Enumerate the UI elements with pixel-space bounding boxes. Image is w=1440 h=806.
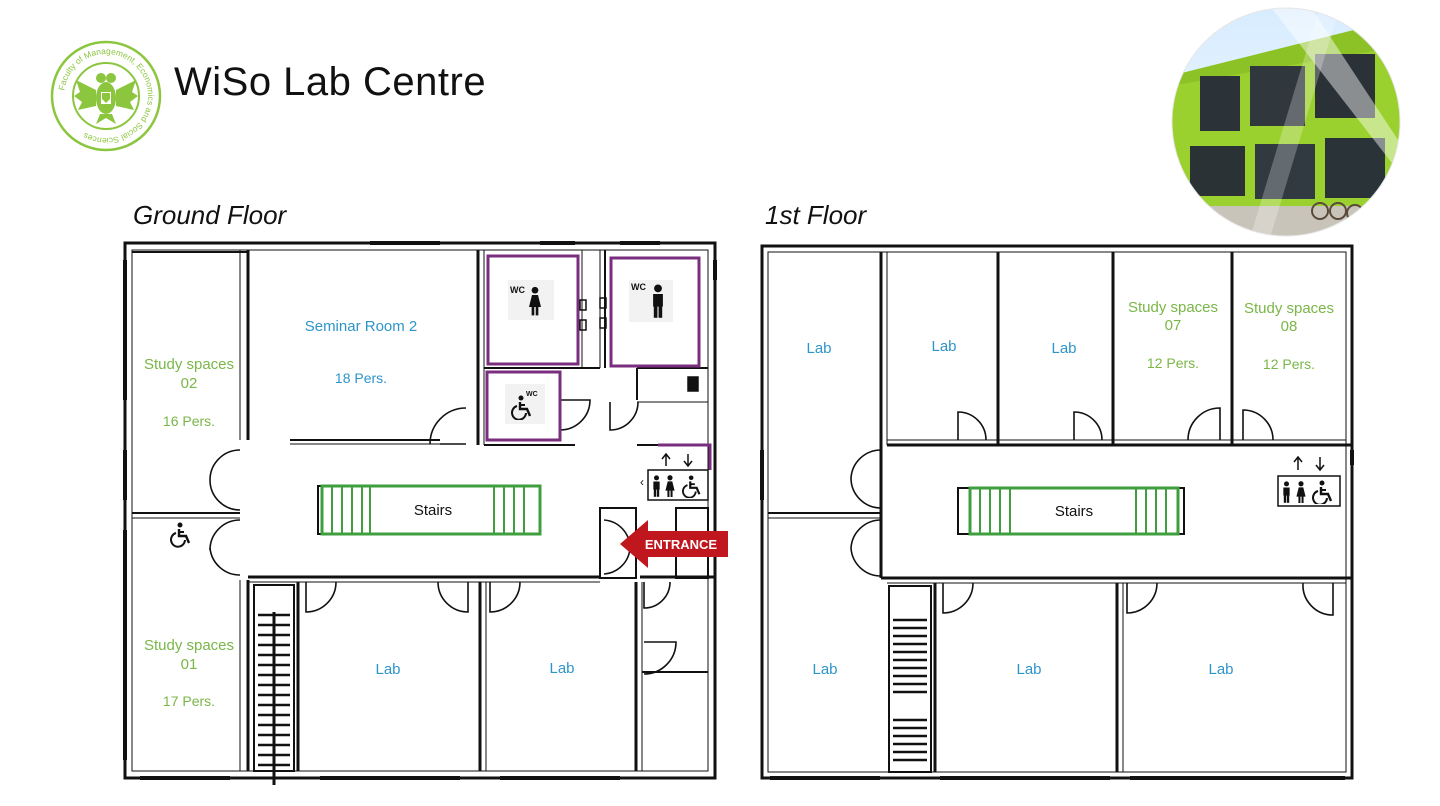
seminar-room-name: Seminar Room 2 — [305, 318, 418, 335]
first-lab-4-label: Lab — [812, 661, 837, 678]
elevator-icon — [1293, 455, 1325, 472]
entrance-arrow: ENTRANCE — [620, 520, 728, 568]
ground-floor-plan — [123, 241, 717, 785]
first-floor-title: 1st Floor — [765, 200, 867, 230]
first-lab-5-label: Lab — [1016, 661, 1041, 678]
wc-women-label: WC — [510, 285, 525, 295]
svg-text:‹: ‹ — [640, 475, 644, 489]
study-01-number: 01 — [181, 656, 198, 673]
first-floor-labels: Lab Lab Lab Study spaces 07 12 Pers. Stu… — [806, 299, 1334, 678]
study-02-number: 02 — [181, 375, 198, 392]
wc-accessible-label: WC — [526, 391, 538, 398]
wc-men-label: WC — [631, 282, 646, 292]
first-stairs-label: Stairs — [1055, 503, 1093, 520]
entrance-label: ENTRANCE — [645, 537, 718, 552]
first-floor-plan — [760, 244, 1354, 780]
study-02-capacity: 16 Pers. — [163, 413, 215, 429]
first-lab-3-label: Lab — [1051, 340, 1076, 357]
wheelchair-icon — [170, 521, 191, 548]
eagle-icon — [74, 73, 138, 124]
building-photo — [1171, 7, 1401, 237]
study-01-name: Study spaces — [144, 637, 234, 654]
elevator-restroom-sign-ground — [647, 452, 709, 501]
faculty-seal-logo: Faculty of Management, Economics and Soc… — [50, 40, 162, 152]
ground-lab-2-label: Lab — [549, 660, 574, 677]
study-08-number: 08 — [1281, 318, 1298, 335]
seminar-room-capacity: 18 Pers. — [335, 370, 387, 386]
page-title: WiSo Lab Centre — [174, 60, 487, 104]
ground-floor-labels: Study spaces 02 16 Pers. Seminar Room 2 … — [144, 318, 575, 709]
ground-stairs-label: Stairs — [414, 502, 452, 519]
study-02-name: Study spaces — [144, 356, 234, 373]
study-08-name: Study spaces — [1244, 300, 1334, 317]
study-07-capacity: 12 Pers. — [1147, 355, 1199, 371]
first-lab-1-label: Lab — [806, 340, 831, 357]
study-07-number: 07 — [1165, 317, 1182, 334]
elevator-icon — [661, 452, 693, 468]
first-floor-stairs: Stairs — [957, 486, 1185, 536]
ground-lab-1-label: Lab — [375, 661, 400, 678]
elevator-restroom-sign-first — [1277, 455, 1341, 507]
study-08-capacity: 12 Pers. — [1263, 356, 1315, 372]
study-01-capacity: 17 Pers. — [163, 693, 215, 709]
study-07-name: Study spaces — [1128, 299, 1218, 316]
first-lab-6-label: Lab — [1208, 661, 1233, 678]
first-lab-2-label: Lab — [931, 338, 956, 355]
ground-floor-title: Ground Floor — [133, 200, 287, 230]
ground-floor-stairs: Stairs — [317, 484, 542, 536]
